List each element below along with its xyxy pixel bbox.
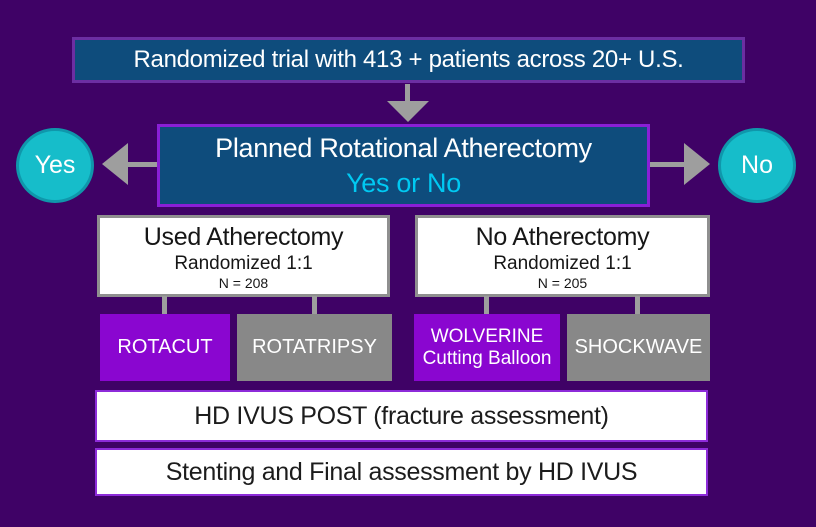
connector-line [484,296,489,315]
arm-title: No Atherectomy [475,223,650,251]
treatment-label: ROTACUT [117,336,213,358]
arm-sample-size: N = 205 [537,275,588,291]
decision-box: Planned Rotational Atherectomy Yes or No [157,124,650,207]
treatment-label: ROTATRIPSY [252,336,377,358]
arrow-down-icon [405,84,410,102]
arm-subtitle: Randomized 1:1 [493,253,632,274]
treatment-box-shockwave: SHOCKWAVE [567,314,710,381]
trial-summary-banner: Randomized trial with 413 + patients acr… [72,37,745,83]
stenting-final-assessment-banner: Stenting and Final assessment by HD IVUS [95,448,708,496]
decision-title: Planned Rotational Atherectomy [215,132,592,163]
hd-ivus-post-banner: HD IVUS POST (fracture assessment) [95,390,708,442]
arm-box-used-atherectomy: Used Atherectomy Randomized 1:1 N = 208 [97,215,390,297]
arrow-right-icon [650,162,684,167]
arm-subtitle: Randomized 1:1 [174,253,313,274]
treatment-label: SHOCKWAVE [574,336,703,358]
yes-node: Yes [16,128,94,203]
arrow-left-icon [102,143,128,185]
decision-subtitle: Yes or No [346,167,461,198]
treatment-label-line2: Cutting Balloon [422,347,552,369]
connector-line [635,296,640,315]
treatment-box-wolverine: WOLVERINE Cutting Balloon [414,314,560,381]
arm-box-no-atherectomy: No Atherectomy Randomized 1:1 N = 205 [415,215,710,297]
connector-line [162,296,167,315]
arrow-left-icon [128,162,158,167]
treatment-label: WOLVERINE [430,325,544,347]
arm-sample-size: N = 208 [218,275,269,291]
treatment-box-rotacut: ROTACUT [100,314,230,381]
no-node: No [718,128,796,203]
arrow-right-icon [684,143,710,185]
arm-title: Used Atherectomy [143,223,344,251]
treatment-box-rotatripsy: ROTATRIPSY [237,314,392,381]
connector-line [312,296,317,315]
arrow-down-icon [387,101,429,122]
